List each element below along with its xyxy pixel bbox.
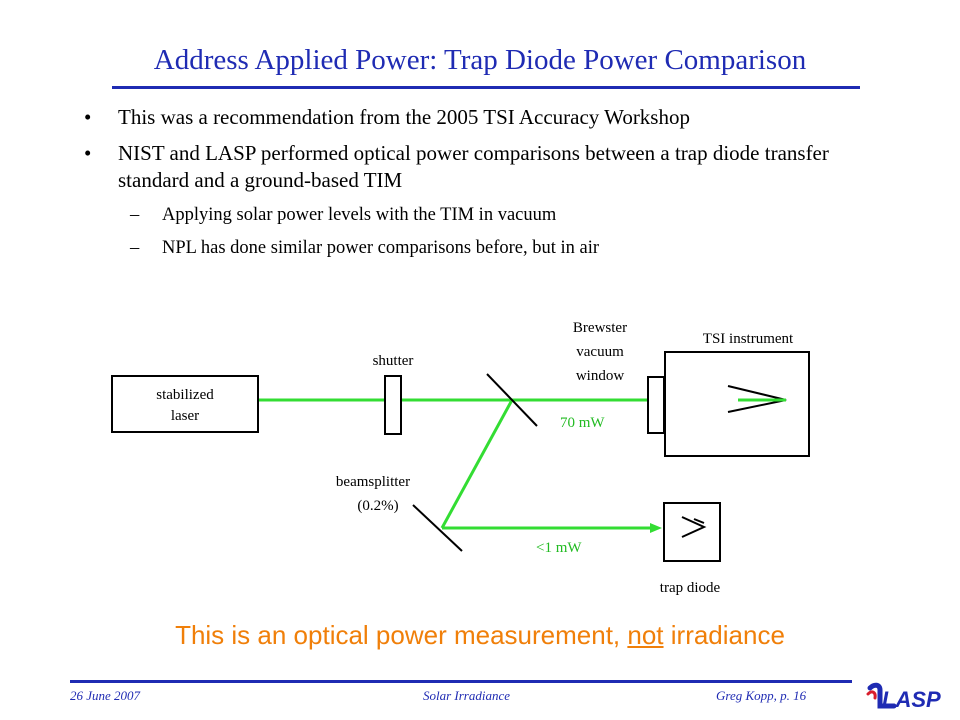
logo-text: LASP xyxy=(882,687,941,712)
tagline-before: This is an optical power measurement, xyxy=(175,620,628,650)
laser-label-line1: stabilized xyxy=(156,387,214,403)
tsi-instrument-box xyxy=(664,351,810,457)
window-label-line3: window xyxy=(576,368,625,384)
power-label-main: 70 mW xyxy=(560,415,605,431)
sub-bullet-text: Applying solar power levels with the TIM… xyxy=(162,205,557,225)
trap-diode-icon xyxy=(681,516,707,538)
turning-mirror xyxy=(412,504,463,552)
bullet-item: • This was a recommendation from the 200… xyxy=(80,104,900,131)
power-label-trap: <1 mW xyxy=(536,540,582,556)
sub-bullet-marker: – xyxy=(130,205,140,225)
laser-label-line2: laser xyxy=(171,408,199,424)
laser-box xyxy=(111,375,259,433)
beamsplitter-label-line2: (0.2%) xyxy=(357,498,398,514)
bullet-marker: • xyxy=(84,105,92,129)
trap-beam-arrowhead xyxy=(650,523,662,533)
title-divider xyxy=(112,86,860,89)
reflected-beam xyxy=(440,399,514,529)
tagline-emphasis: not xyxy=(627,620,664,650)
bullet-marker: • xyxy=(84,141,92,165)
beamsplitter-label-line1: beamsplitter xyxy=(336,474,410,490)
sub-bullet-marker: – xyxy=(130,238,140,258)
brewster-window xyxy=(647,376,665,434)
bullet-text: This was a recommendation from the 2005 … xyxy=(118,105,690,129)
footer-author: Greg Kopp, p. 16 xyxy=(716,688,807,703)
bullet-item: • NIST and LASP performed optical power … xyxy=(80,140,900,194)
tagline: This is an optical power measurement, no… xyxy=(0,620,960,651)
shutter xyxy=(384,375,402,435)
sub-bullet-text: NPL has done similar power comparisons b… xyxy=(162,238,600,258)
beamsplitter-mirror xyxy=(486,373,538,427)
trap-diode-icon-line xyxy=(693,518,705,524)
window-label-line1: Brewster xyxy=(573,320,627,336)
shutter-label: shutter xyxy=(373,353,414,369)
lasp-logo: LASP xyxy=(866,682,941,712)
bullet-text: NIST and LASP performed optical power co… xyxy=(118,141,829,192)
footer-divider xyxy=(70,680,852,683)
tsi-label: TSI instrument xyxy=(703,331,794,347)
footer-topic: Solar Irradiance xyxy=(423,688,511,703)
sub-bullet-item: – NPL has done similar power comparisons… xyxy=(80,236,900,260)
footer-date: 26 June 2007 xyxy=(70,688,141,703)
trap-diode-label: trap diode xyxy=(660,580,721,596)
window-label-line2: vacuum xyxy=(576,344,624,360)
slide-title: Address Applied Power: Trap Diode Power … xyxy=(153,44,807,76)
sub-bullet-item: – Applying solar power levels with the T… xyxy=(80,203,900,227)
bullet-list: • This was a recommendation from the 200… xyxy=(80,104,900,269)
tagline-after: irradiance xyxy=(663,620,785,650)
